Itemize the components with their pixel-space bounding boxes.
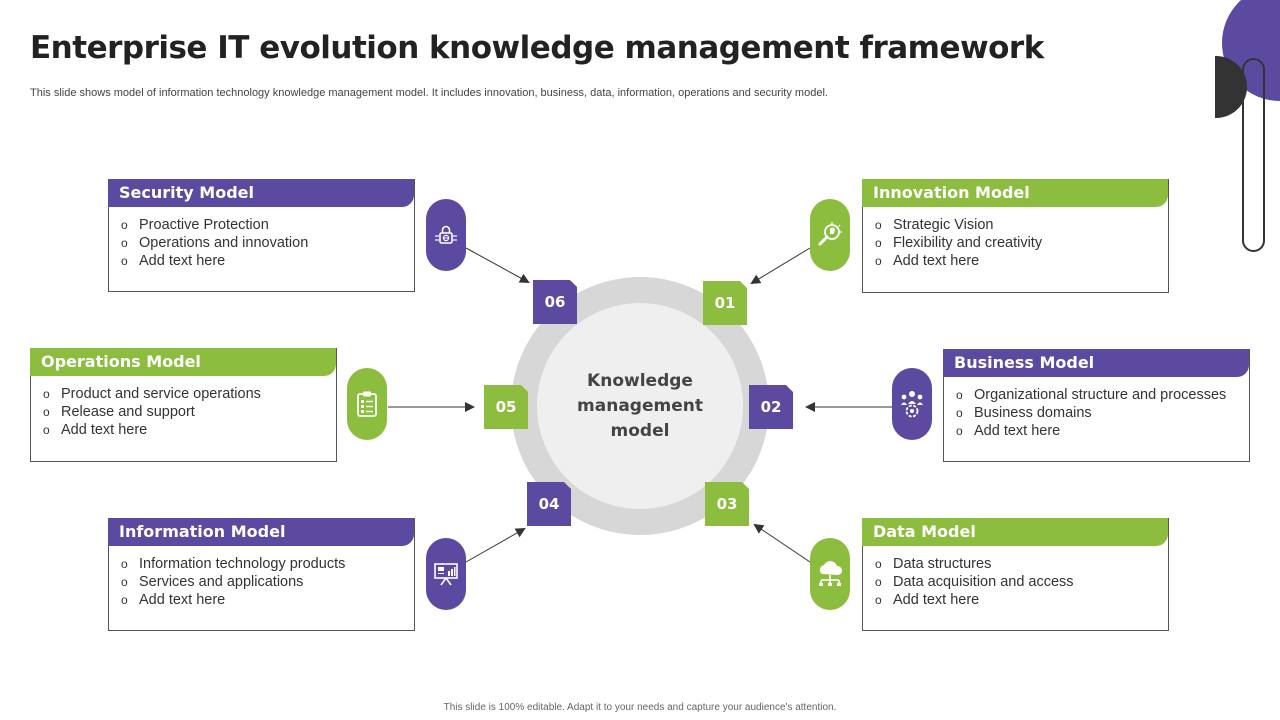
information-model-list: Information technology products Services… — [121, 555, 345, 609]
business-model-box: Business Model Organizational structure … — [943, 349, 1250, 462]
clipboard-checklist-icon — [347, 368, 387, 440]
data-model-list: Data structures Data acquisition and acc… — [875, 555, 1074, 609]
list-item: Data structures — [875, 555, 1074, 573]
security-model-title: Security Model — [108, 179, 414, 207]
list-item: Operations and innovation — [121, 234, 308, 252]
presentation-board-icon — [426, 538, 466, 610]
number-tag-06: 06 — [533, 280, 577, 324]
center-label: Knowledge management model — [577, 370, 703, 441]
lock-globe-icon — [426, 199, 466, 271]
list-item: Business domains — [956, 404, 1226, 422]
list-item: Flexibility and creativity — [875, 234, 1042, 252]
business-model-title: Business Model — [943, 349, 1249, 377]
list-item: Add text here — [121, 252, 308, 270]
list-item: Organizational structure and processes — [956, 386, 1226, 404]
operations-model-list: Product and service operations Release a… — [43, 385, 261, 439]
list-item: Release and support — [43, 403, 261, 421]
list-item: Add text here — [43, 421, 261, 439]
list-item: Product and service operations — [43, 385, 261, 403]
number-tag-04: 04 — [527, 482, 571, 526]
list-item: Data acquisition and access — [875, 573, 1074, 591]
cloud-network-icon — [810, 538, 850, 610]
information-model-title: Information Model — [108, 518, 414, 546]
team-settings-icon — [892, 368, 932, 440]
arrow-information — [465, 528, 526, 563]
number-tag-03: 03 — [705, 482, 749, 526]
arrow-security — [465, 247, 530, 283]
slide-subtitle: This slide shows model of information te… — [30, 87, 828, 99]
list-item: Add text here — [956, 422, 1226, 440]
slide-title: Enterprise IT evolution knowledge manage… — [30, 30, 1044, 66]
list-item: Proactive Protection — [121, 216, 308, 234]
innovation-model-list: Strategic Vision Flexibility and creativ… — [875, 216, 1042, 270]
magnifier-bulb-icon — [810, 199, 850, 271]
business-model-list: Organizational structure and processes B… — [956, 386, 1226, 440]
security-model-box: Security Model Proactive Protection Oper… — [108, 179, 415, 292]
arrow-data — [753, 523, 811, 563]
information-model-box: Information Model Information technology… — [108, 518, 415, 631]
arrow-innovation — [750, 247, 811, 285]
operations-model-title: Operations Model — [30, 348, 336, 376]
data-model-box: Data Model Data structures Data acquisit… — [862, 518, 1169, 631]
data-model-title: Data Model — [862, 518, 1168, 546]
operations-model-box: Operations Model Product and service ope… — [30, 348, 337, 462]
list-item: Strategic Vision — [875, 216, 1042, 234]
number-tag-05: 05 — [484, 385, 528, 429]
list-item: Add text here — [875, 252, 1042, 270]
list-item: Add text here — [875, 591, 1074, 609]
list-item: Add text here — [121, 591, 345, 609]
innovation-model-title: Innovation Model — [862, 179, 1168, 207]
slide-footer: This slide is 100% editable. Adapt it to… — [443, 702, 837, 713]
number-tag-02: 02 — [749, 385, 793, 429]
list-item: Services and applications — [121, 573, 345, 591]
corner-decoration-pill — [1242, 58, 1265, 252]
security-model-list: Proactive Protection Operations and inno… — [121, 216, 308, 270]
center-inner-circle — [537, 303, 743, 509]
list-item: Information technology products — [121, 555, 345, 573]
innovation-model-box: Innovation Model Strategic Vision Flexib… — [862, 179, 1169, 293]
number-tag-01: 01 — [703, 281, 747, 325]
